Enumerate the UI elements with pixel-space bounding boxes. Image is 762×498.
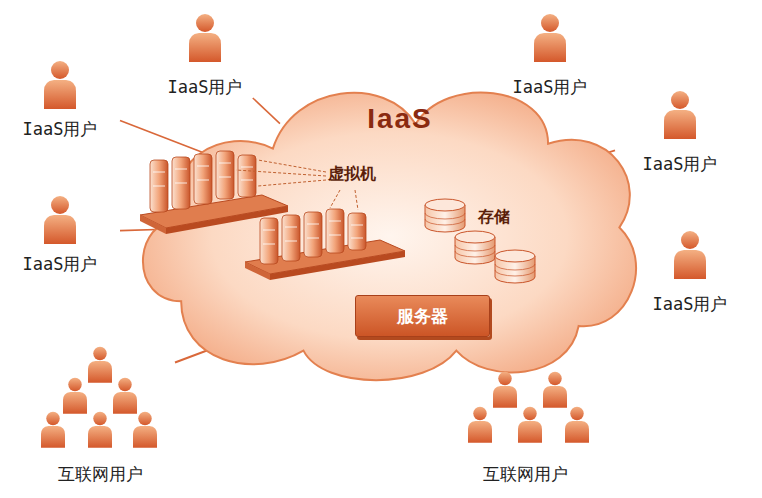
user-icon	[664, 91, 696, 139]
user-icon	[44, 196, 76, 244]
user-label: IaaS用户	[23, 253, 98, 275]
storage-cylinder	[425, 199, 535, 283]
server-rack	[245, 209, 405, 280]
user-icon	[534, 14, 566, 62]
label-holder: 存储	[478, 207, 510, 228]
user-icon	[189, 14, 221, 62]
user-label: IaaS用户	[653, 293, 728, 315]
part-label: 虚拟机	[328, 164, 376, 183]
user-label: 互联网用户	[58, 463, 143, 485]
label-holder: 虚拟机	[328, 164, 376, 185]
user-icon	[44, 61, 76, 109]
cloud-title: IaaS	[367, 103, 433, 135]
user-icon	[674, 231, 706, 279]
user-label: IaaS用户	[643, 153, 718, 175]
user-label: IaaS用户	[23, 118, 98, 140]
user-label: IaaS用户	[513, 76, 588, 98]
user-label: 互联网用户	[483, 463, 568, 485]
connector-line	[120, 121, 213, 157]
connector-line	[253, 98, 280, 124]
part-label: 存储	[478, 207, 510, 226]
user-label: IaaS用户	[168, 76, 243, 98]
server-box: 服务器	[355, 295, 490, 337]
box-label: 服务器	[397, 305, 448, 328]
user-group-icon	[468, 372, 589, 443]
user-group-icon	[41, 347, 157, 448]
